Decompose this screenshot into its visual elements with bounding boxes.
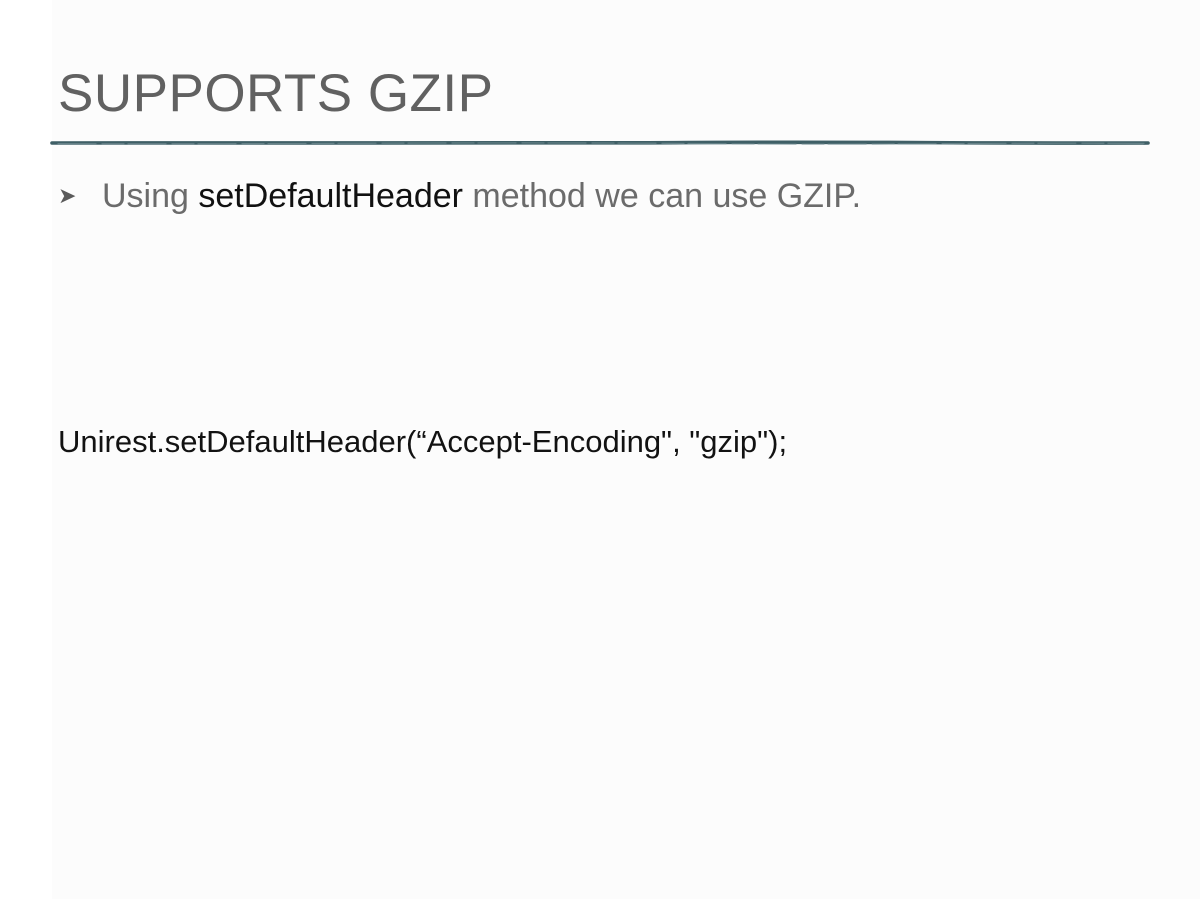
bullet-item: ➤ Using setDefaultHeader method we can u… [58,174,861,218]
slide-title: SUPPORTS GZIP [58,64,494,123]
code-example: Unirest.setDefaultHeader(“Accept-Encodin… [58,424,788,459]
bullet-text-lead: Using [102,176,199,215]
bullet-text-tail: method we can use GZIP. [462,176,862,215]
bullet-text: Using setDefaultHeader method we can use… [102,177,861,216]
divider-stroke-texture [57,142,1145,145]
arrow-bullet-icon: ➤ [58,183,77,208]
bullet-method-name: setDefaultHeader [198,176,463,215]
title-divider [50,140,1150,146]
slide-margin [0,0,52,899]
